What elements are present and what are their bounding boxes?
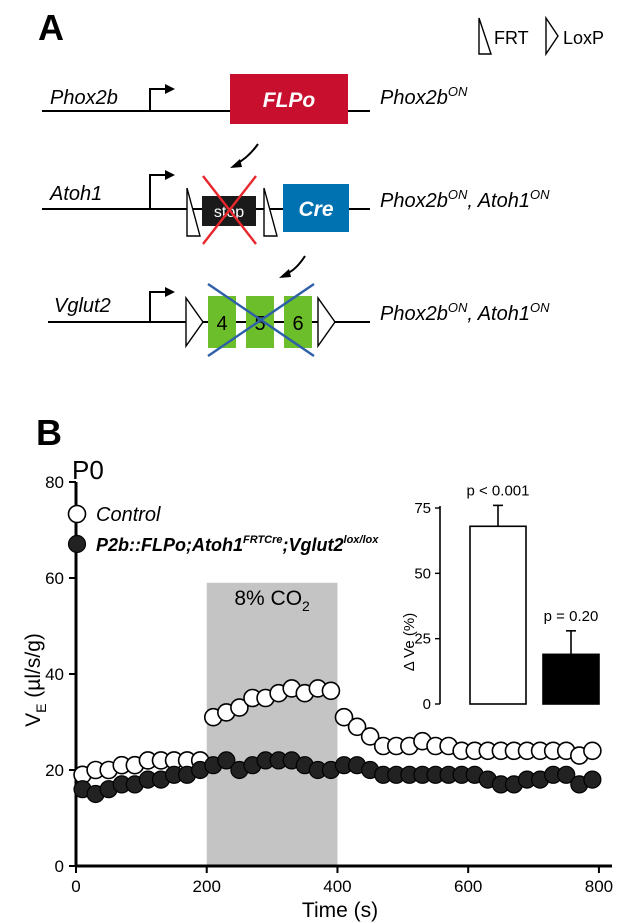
- panel-a: A FRT LoxP Phox2b FLPo Phox2bON Atoh1: [38, 7, 604, 357]
- x-axis-label: Time (s): [302, 899, 378, 922]
- x-tick-label: 200: [193, 877, 221, 896]
- legend-filled-circle-icon: [67, 534, 87, 554]
- inset-y-tick-label: 75: [414, 500, 431, 517]
- construct-atoh1: Atoh1 stop Cre Phox2bON, Atoh1ON: [42, 170, 550, 245]
- mutant-point: [217, 751, 236, 770]
- x-tick-label: 400: [323, 877, 351, 896]
- co2-stimulus-region: [206, 582, 338, 866]
- x-tick-label: 600: [454, 877, 482, 896]
- panel-b-label: B: [36, 412, 62, 453]
- inset-y-tick-label: 50: [414, 565, 431, 582]
- cre-label: Cre: [298, 198, 333, 221]
- gene-label-vglut2: Vglut2: [54, 295, 111, 317]
- flpo-box: [230, 74, 348, 124]
- control-point: [583, 741, 602, 761]
- result-label: Phox2bON, Atoh1ON: [380, 187, 550, 212]
- y-tick-label: 60: [45, 569, 64, 588]
- promoter-arrow-icon: [149, 291, 166, 322]
- y-tick-label: 80: [45, 473, 64, 492]
- inset-p-value: p < 0.001: [467, 482, 530, 499]
- control-point: [334, 707, 354, 727]
- promoter-arrowhead-icon: [165, 170, 175, 180]
- exon-label: 5: [254, 313, 265, 335]
- construct-phox2b: Phox2b FLPo Phox2bON: [42, 74, 468, 124]
- inset-y-tick-label: 25: [414, 631, 431, 648]
- age-label: P0: [72, 455, 104, 485]
- frt-legend-label: FRT: [494, 28, 529, 48]
- co2-label: 8% CO2: [234, 587, 310, 614]
- frt-legend-icon: [478, 17, 492, 55]
- gene-label-atoh1: Atoh1: [49, 183, 102, 205]
- control-point: [230, 698, 249, 717]
- inset-p-value: p = 0.20: [544, 608, 599, 625]
- inset-bar: [469, 525, 527, 705]
- flpo-label: FLPo: [263, 89, 316, 112]
- panel-a-label: A: [38, 7, 64, 48]
- legend-control-label: Control: [96, 504, 161, 526]
- x-tick-label: 800: [585, 877, 613, 896]
- curved-arrowhead-icon: [230, 159, 242, 168]
- frt-site-icon: [186, 187, 201, 237]
- inset-y-tick-label: 0: [423, 696, 431, 713]
- gene-label-phox2b: Phox2b: [50, 87, 118, 109]
- stop-cross-line: [202, 175, 257, 245]
- legend-open-circle-icon: [67, 504, 87, 524]
- loxp-legend-icon: [545, 15, 559, 57]
- inset-bar: [542, 653, 600, 705]
- result-label: Phox2bON, Atoh1ON: [380, 300, 550, 325]
- control-point: [347, 717, 367, 737]
- loxp-site-icon: [317, 295, 336, 349]
- control-point: [360, 727, 380, 746]
- exon-label: 6: [292, 313, 303, 335]
- series-legend: Control P2b::FLPo;Atoh1FRTCre;Vglut2lox/…: [67, 504, 379, 555]
- mutant-point: [557, 765, 576, 784]
- exon-label: 4: [216, 313, 227, 335]
- promoter-arrowhead-icon: [165, 287, 175, 297]
- y-axis-label: VE (µl/s/g): [22, 633, 49, 727]
- loxp-legend-label: LoxP: [563, 28, 604, 48]
- construct-vglut2: Vglut2 4 5 6 Phox2bON, Atoh1ON: [48, 283, 550, 357]
- legend-mutant-label: P2b::FLPo;Atoh1FRTCre;Vglut2lox/lox: [96, 534, 379, 555]
- series-mutant: [73, 751, 602, 804]
- promoter-arrow-icon: [149, 174, 166, 209]
- control-point: [321, 681, 341, 701]
- site-legend: FRT LoxP: [478, 15, 604, 57]
- x-tick-label: 0: [71, 877, 80, 896]
- y-tick-label: 20: [45, 761, 64, 780]
- mutant-point: [583, 770, 602, 789]
- inset-y-axis-label: Δ Ve (%): [401, 613, 418, 671]
- inset-bar-chart: 0 25 50 75 p < 0.001 p = 0.20: [414, 482, 600, 713]
- result-label: Phox2bON: [380, 84, 468, 109]
- y-tick-label: 0: [55, 857, 64, 876]
- curved-arrowhead-icon: [279, 269, 291, 278]
- promoter-arrow-icon: [149, 88, 166, 111]
- y-tick-label: 40: [45, 665, 64, 684]
- exon-cross-line: [207, 283, 315, 357]
- frt-site-icon: [263, 187, 278, 237]
- promoter-arrowhead-icon: [165, 84, 175, 94]
- loxp-site-icon: [185, 295, 204, 349]
- cre-box: [283, 184, 349, 232]
